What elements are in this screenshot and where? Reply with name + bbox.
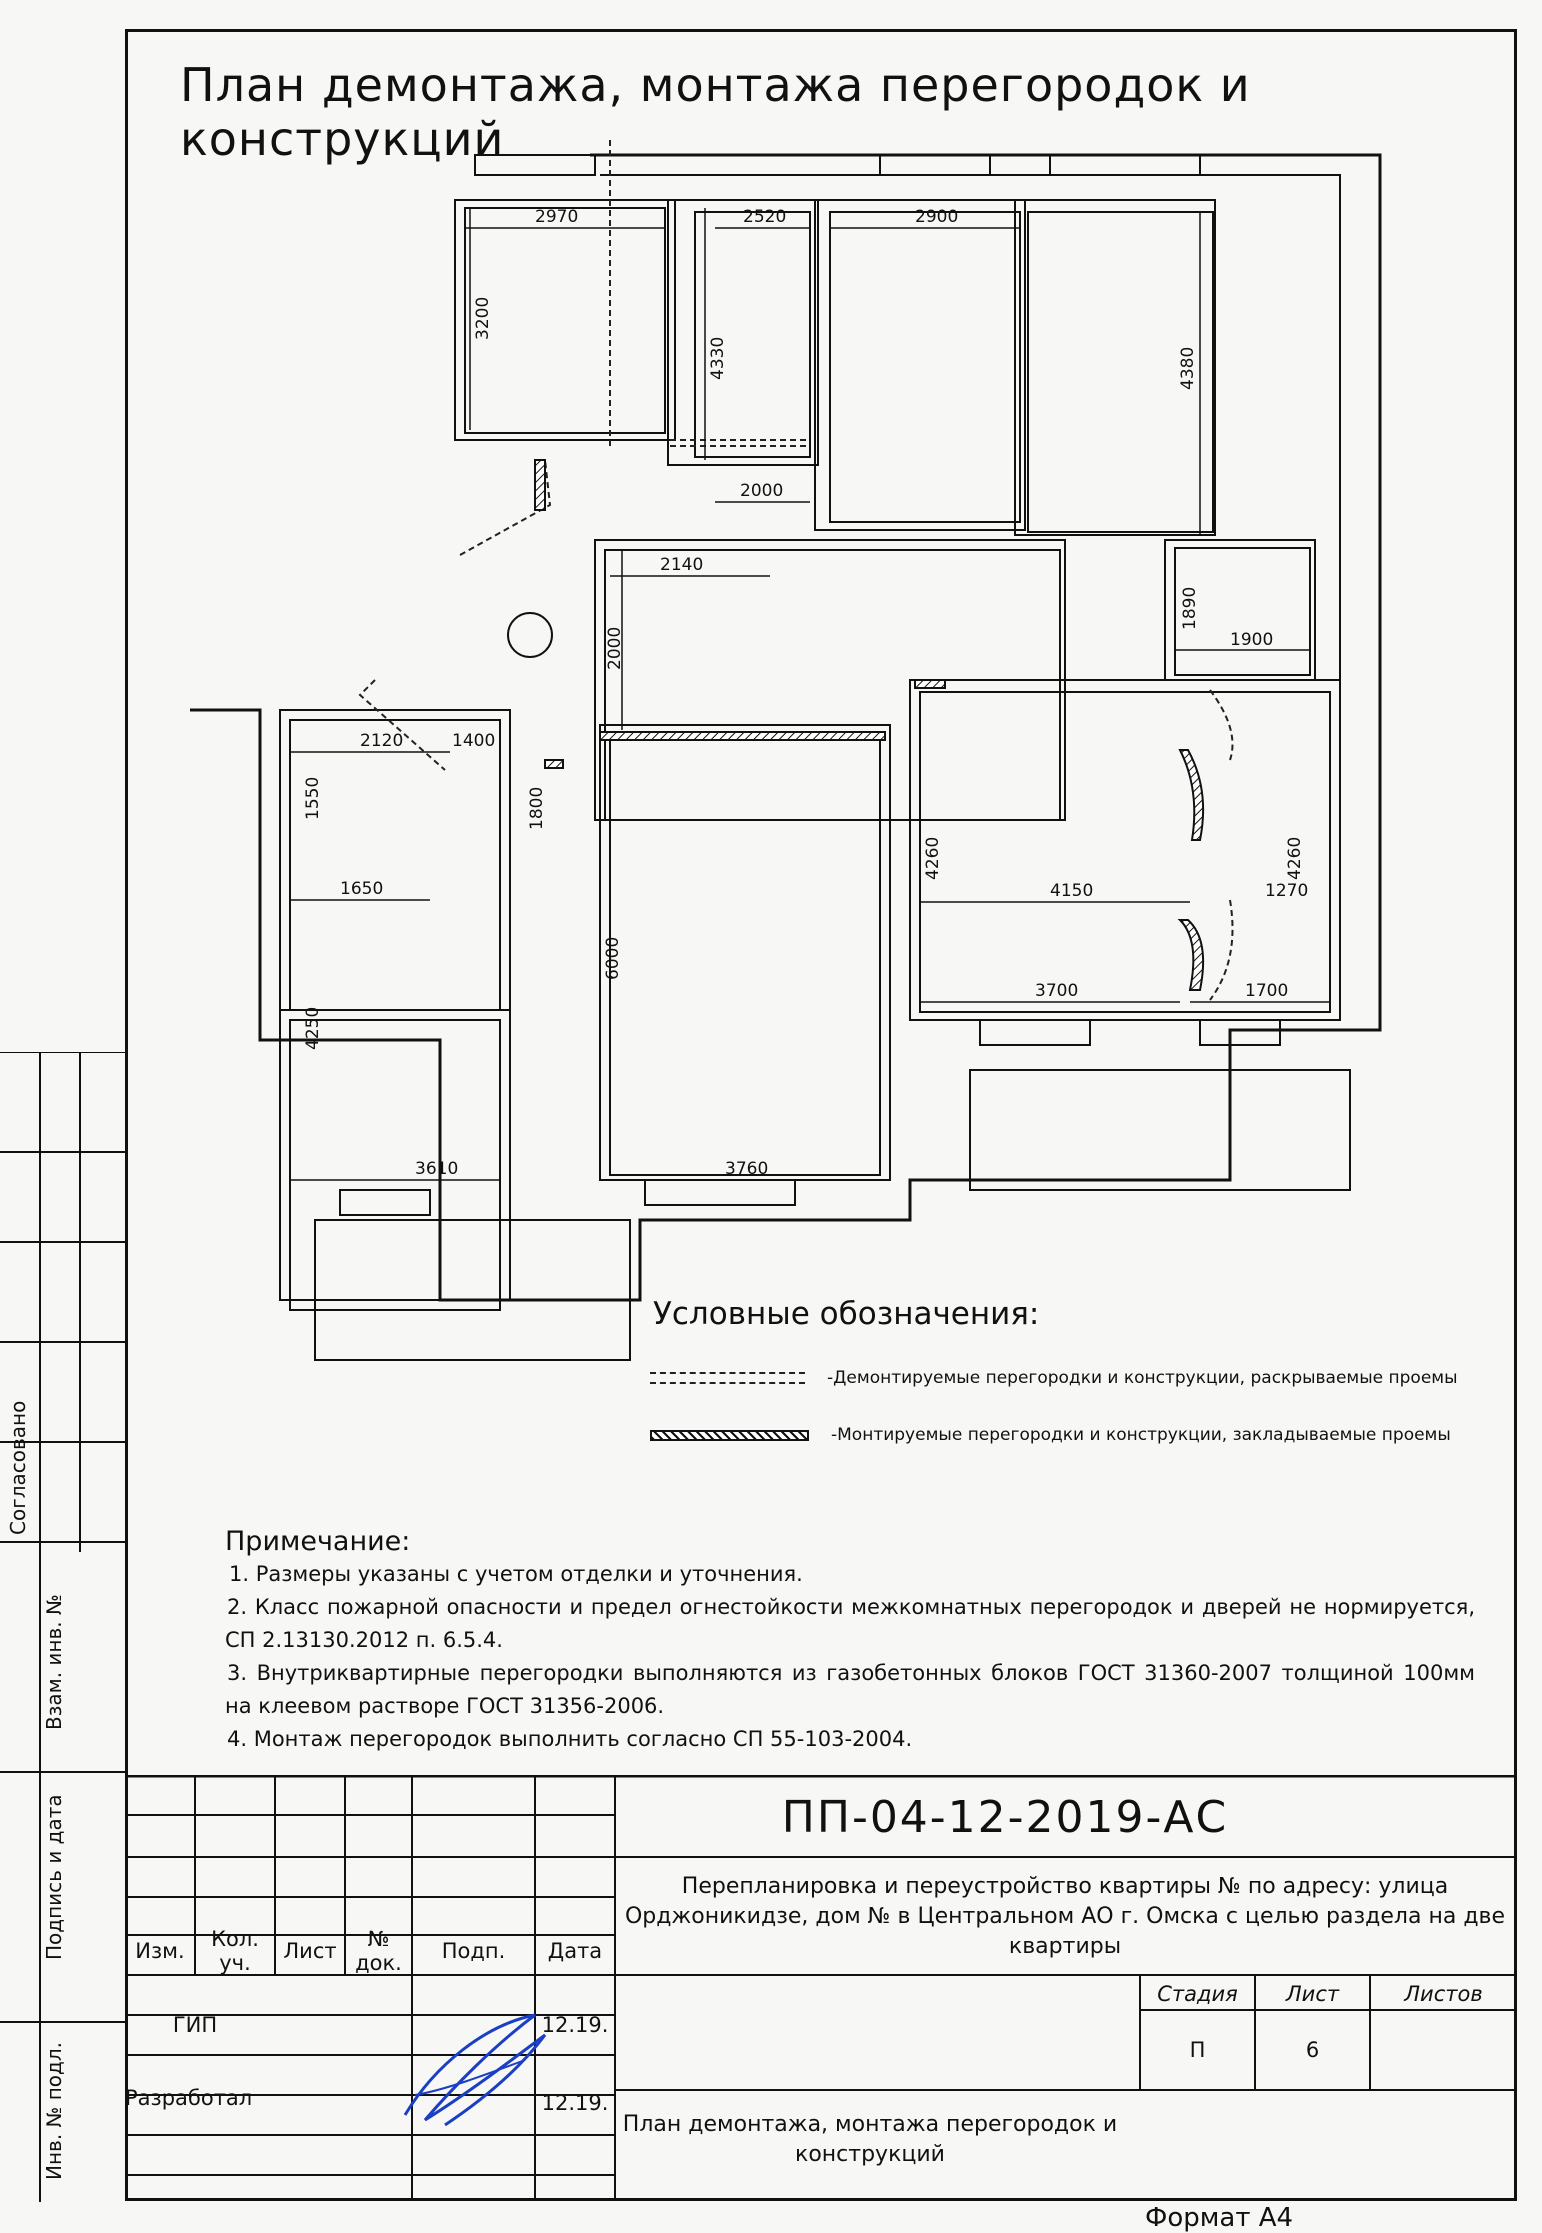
dim-label: 1270 [1265, 881, 1308, 901]
floor-plan: 2970 2520 2900 2000 2140 1900 2120 1400 … [190, 140, 1382, 1361]
sheets-label: Листов [1404, 1982, 1483, 2006]
dim-label: 3610 [415, 1159, 458, 1179]
dim-label: 1650 [340, 879, 383, 899]
dim-label: 1550 [303, 777, 323, 820]
header-date: Дата [547, 1939, 603, 1963]
dim-label: 4380 [1178, 347, 1198, 390]
date-developer: 12.19. [541, 2091, 609, 2115]
dim-label: 1700 [1245, 981, 1288, 1001]
dim-label: 4260 [923, 837, 943, 880]
dim-label: 4150 [1050, 881, 1093, 901]
header-signature: Подп. [441, 1939, 506, 1963]
note-item: 3. Внутриквартирные перегородки выполняю… [225, 1661, 1475, 1718]
title-block-grid [125, 1775, 1517, 2201]
side-label-agreed: Согласовано [6, 1400, 30, 1535]
side-stamp-grid [0, 1052, 125, 2202]
legend-label: -Монтируемые перегородки и конструкции, … [831, 1425, 1451, 1445]
dim-label: 2120 [360, 731, 403, 751]
project-description: Перепланировка и переустройство квартиры… [624, 1874, 1506, 1959]
dim-label: 2140 [660, 555, 703, 575]
dashed-line-symbol [650, 1372, 805, 1384]
document-code: ПП-04-12-2019-АС [781, 1792, 1229, 1843]
note-item: 4. Монтаж перегородок выполнить согласно… [227, 1727, 913, 1751]
dim-label: 3700 [1035, 981, 1078, 1001]
legend-label: -Демонтируемые перегородки и конструкции… [827, 1368, 1458, 1388]
sheet-title: План демонтажа, монтажа перегородок и ко… [622, 2112, 1118, 2167]
role-developer: Разработал [125, 2086, 253, 2110]
dim-label: 4250 [303, 1007, 323, 1050]
role-gip: ГИП [172, 2013, 218, 2037]
stage-label: Стадия [1157, 1982, 1238, 2006]
handwritten-signature [403, 2013, 547, 2127]
dim-label: 3200 [473, 297, 493, 340]
side-label-replacement: Взам. инв. № [42, 1594, 66, 1730]
date-gip: 12.19. [541, 2013, 609, 2037]
stage-value: П [1189, 2038, 1206, 2062]
format-label: Формат А4 [1145, 2203, 1294, 2233]
note-item: 2. Класс пожарной опасности и предел огн… [225, 1595, 1475, 1652]
header-sheet: Лист [283, 1939, 337, 1963]
dim-label: 1890 [1180, 587, 1200, 630]
notes-heading: Примечание: [225, 1526, 411, 1557]
side-label-inventory: Инв. № подл. [42, 2042, 66, 2180]
dim-label: 2970 [535, 207, 578, 227]
header-change: Изм. [135, 1939, 185, 1963]
drawing-frame [125, 29, 1517, 2201]
dim-label: 4260 [1285, 837, 1305, 880]
dim-label: 2520 [743, 207, 786, 227]
dim-label: 2000 [605, 627, 625, 670]
legend-item-installed: -Монтируемые перегородки и конструкции, … [650, 1425, 1451, 1445]
dim-label: 1800 [527, 787, 547, 830]
legend-item-demolished: -Демонтируемые перегородки и конструкции… [650, 1368, 1458, 1388]
sheet-value: 6 [1305, 2038, 1320, 2062]
dim-label: 4330 [708, 337, 728, 380]
legend-title: Условные обозначения: [653, 1296, 1040, 1332]
dim-label: 1400 [452, 731, 495, 751]
hatched-line-symbol [650, 1429, 809, 1441]
side-label-signature-date: Подпись и дата [42, 1794, 66, 1960]
dim-label: 3760 [725, 1159, 768, 1179]
dim-label: 2000 [740, 481, 783, 501]
drawing-title: План демонтажа, монтажа перегородок и ко… [180, 58, 1251, 166]
dim-label: 2900 [915, 207, 958, 227]
dim-label: 1900 [1230, 630, 1273, 650]
notes: Примечание: 1. Размеры указаны с учетом … [225, 1525, 1475, 1756]
header-doc-no: № док. [355, 1927, 402, 1975]
header-count: Кол. уч. [211, 1927, 259, 1975]
sheets-value [1370, 2011, 1517, 2089]
note-item: 1. Размеры указаны с учетом отделки и ут… [229, 1562, 803, 1586]
sheet-label: Лист [1285, 1982, 1340, 2006]
dim-label: 6000 [603, 937, 623, 980]
